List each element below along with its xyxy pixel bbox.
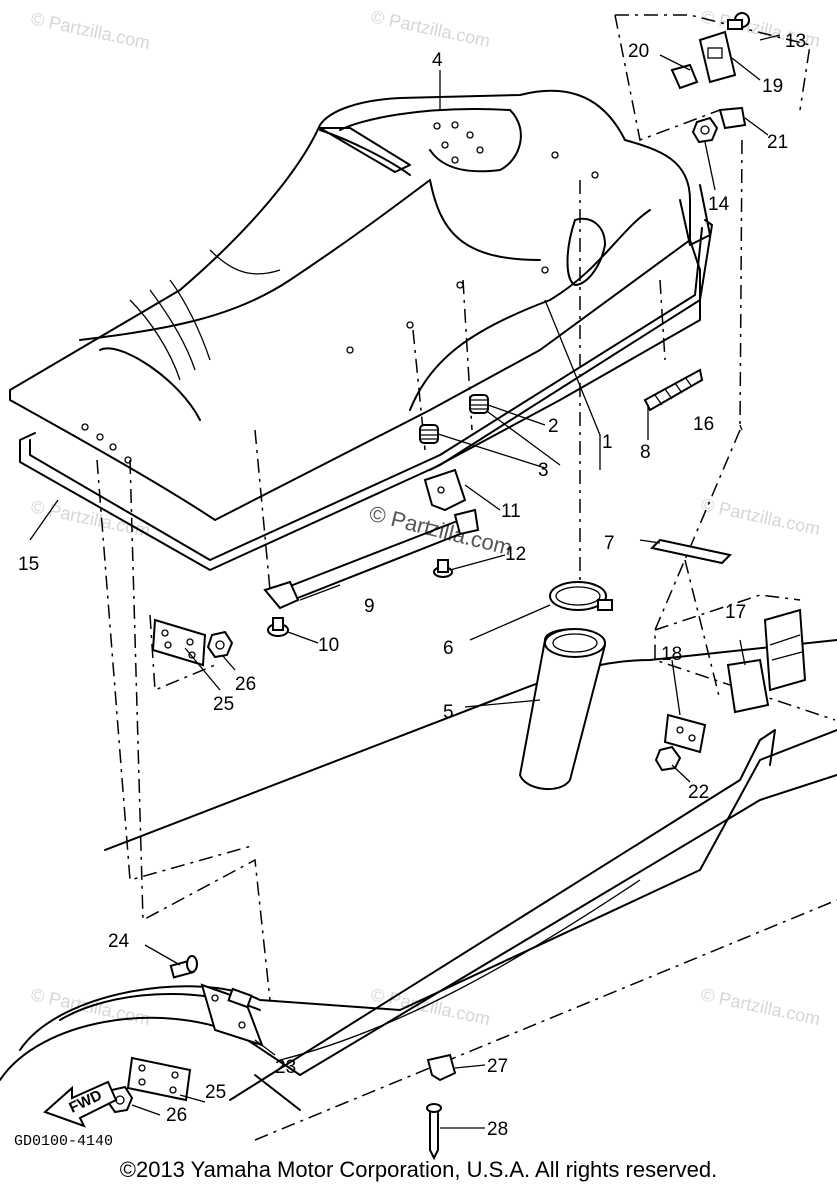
callout-14: 14: [708, 194, 730, 215]
callout-15: 15: [18, 554, 39, 575]
callout-26-upper: 26: [235, 674, 256, 695]
watermark: © Partzilla.com: [29, 8, 152, 53]
hinge-23: [200, 983, 264, 1047]
hardware-parts: [106, 12, 807, 1161]
rubber-stopper-2: [469, 394, 489, 414]
bolt-13: [727, 12, 750, 30]
watermark: © Partzilla.com: [699, 494, 822, 539]
callouts: 4 2 1 3 11 12 9 10 6 5 7 8 16 15 13 20 1…: [18, 31, 806, 1140]
rod-9: [263, 508, 480, 610]
bolt-12: [433, 559, 453, 578]
callout-8: 8: [640, 442, 651, 463]
nut-26-upper: [206, 630, 234, 659]
callout-25-upper: 25: [213, 694, 234, 715]
plate-25-upper: [151, 618, 207, 667]
plate-18: [663, 713, 707, 754]
hull: [0, 639, 837, 1141]
callout-13: 13: [785, 31, 806, 52]
callout-17: 17: [725, 602, 746, 623]
rubber-stopper-3: [419, 424, 439, 444]
hose-clamp-6: [549, 581, 613, 611]
diagram-code: GD0100-4140: [14, 1133, 113, 1150]
callout-20: 20: [628, 41, 649, 62]
callout-6: 6: [443, 638, 454, 659]
latch-19: [698, 30, 737, 84]
callout-21: 21: [767, 132, 788, 153]
callout-25-lower: 25: [205, 1082, 226, 1103]
bolt-24: [169, 955, 198, 979]
callout-16: 16: [693, 414, 714, 435]
fwd-arrow-icon: FWD: [43, 1080, 118, 1128]
callout-2: 2: [548, 416, 559, 437]
callout-3: 3: [538, 460, 549, 481]
callout-26-lower: 26: [166, 1105, 187, 1126]
leader-lines: [29, 34, 781, 1129]
callout-12: 12: [505, 544, 526, 565]
watermark-center: © Partzilla.com: [367, 501, 515, 561]
callout-24: 24: [108, 931, 130, 952]
nut-14: [691, 116, 719, 144]
callout-1: 1: [602, 432, 613, 453]
callout-5: 5: [443, 702, 454, 723]
nut-22: [654, 745, 682, 772]
strap-8: [643, 368, 704, 412]
copyright-notice: ©2013 Yamaha Motor Corporation, U.S.A. A…: [119, 1157, 718, 1182]
pin-28: [426, 1103, 442, 1161]
plate-25-lower: [126, 1056, 192, 1102]
callout-4: 4: [432, 50, 443, 71]
duct-5: [518, 628, 607, 791]
bracket-27: [426, 1053, 457, 1082]
seat-frame: [19, 219, 713, 571]
callout-7: 7: [604, 533, 615, 554]
watermark: © Partzilla.com: [699, 984, 822, 1029]
callout-10: 10: [318, 635, 339, 656]
latch-plate-17: [726, 608, 807, 714]
bracket-11: [423, 468, 467, 512]
bolt-10: [267, 617, 289, 637]
washer-21: [718, 106, 747, 130]
seat: [9, 89, 711, 521]
callout-11: 11: [501, 501, 521, 522]
callout-9: 9: [364, 596, 375, 617]
tape-7: [649, 538, 733, 565]
callout-28: 28: [487, 1119, 508, 1140]
callout-27: 27: [487, 1056, 508, 1077]
plate-20: [670, 63, 699, 90]
callout-22: 22: [688, 782, 709, 803]
watermark: © Partzilla.com: [369, 6, 492, 51]
callout-23: 23: [275, 1057, 296, 1078]
callout-19: 19: [762, 76, 783, 97]
callout-18: 18: [661, 644, 682, 665]
